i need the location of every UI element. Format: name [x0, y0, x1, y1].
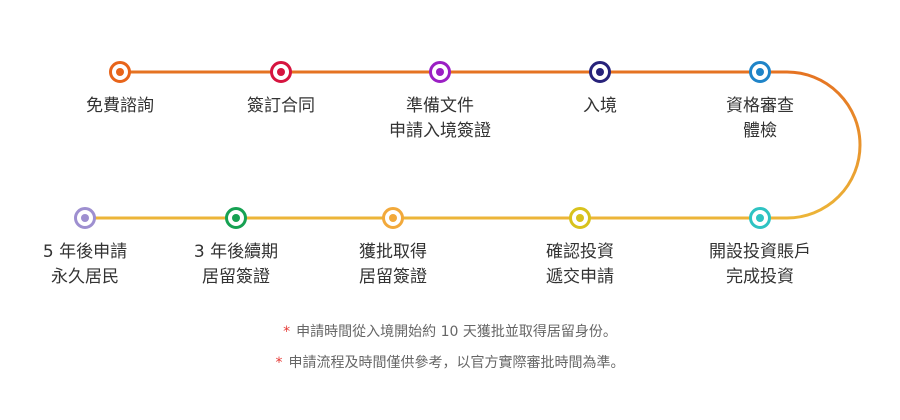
step-node-entry [589, 61, 611, 83]
step-node-residence-visa [382, 207, 404, 229]
step-label-documents: 準備文件 申請入境簽證 [389, 96, 491, 141]
step-node-permanent-residence [74, 207, 96, 229]
step-node-qualification [749, 61, 771, 83]
track-curve [760, 70, 862, 220]
step-node-contract [270, 61, 292, 83]
step-label-investment-account: 開設投資賬戶 完成投資 [709, 242, 811, 287]
footnote-disclaimer: *申請流程及時間僅供參考，以官方實際審批時間為準。 [275, 355, 625, 371]
footnote-marker: * [275, 355, 283, 371]
step-label-contract: 簽訂合同 [247, 96, 315, 116]
step-label-entry: 入境 [583, 96, 617, 116]
step-node-submit-application [569, 207, 591, 229]
step-label-residence-visa: 獲批取得 居留簽證 [359, 242, 427, 287]
step-label-consultation: 免費諮詢 [86, 96, 154, 116]
step-node-investment-account [749, 207, 771, 229]
step-node-consultation [109, 61, 131, 83]
step-node-documents [429, 61, 451, 83]
step-label-permanent-residence: 5 年後申請 永久居民 [42, 242, 128, 287]
step-label-submit-application: 確認投資 遞交申請 [546, 242, 614, 287]
step-node-renewal [225, 207, 247, 229]
step-label-qualification: 資格審查 體檢 [726, 96, 794, 141]
step-label-renewal: 3 年後續期 居留簽證 [193, 242, 279, 287]
footnote-marker: * [283, 324, 291, 340]
footnote-processing-time: *申請時間從入境開始約 10 天獲批並取得居留身份。 [283, 324, 617, 340]
